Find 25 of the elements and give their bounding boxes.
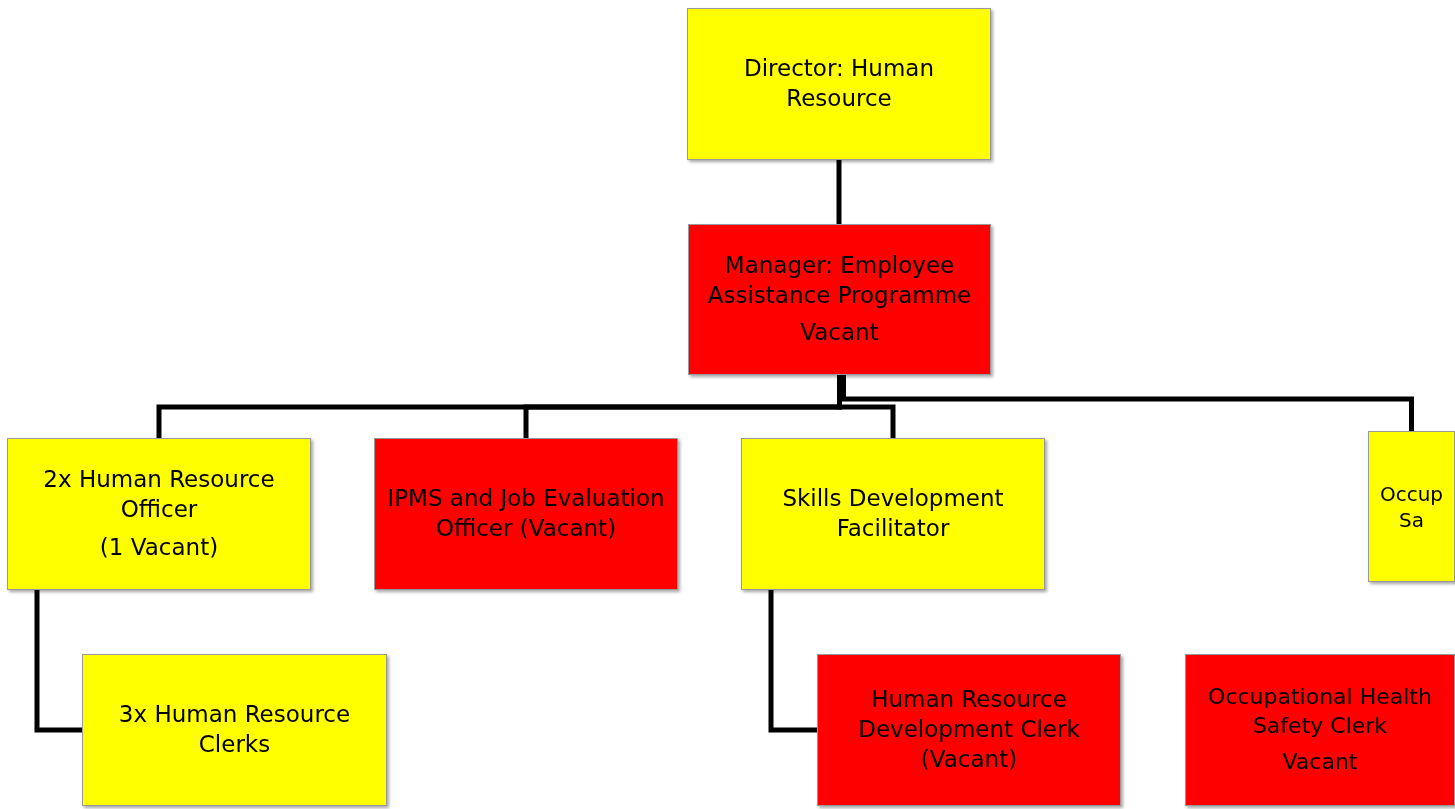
position-title: 3x Human Resource Clerks (117, 700, 352, 759)
connector-line (768, 590, 817, 733)
position-title: Skills Development Facilitator (781, 484, 1005, 543)
position-title: IPMS and Job Evaluation Officer (Vacant) (386, 484, 666, 543)
position-title: (1 Vacant) (99, 532, 219, 562)
position-box (82, 654, 387, 806)
position-box (1368, 431, 1455, 582)
position-box (374, 438, 678, 590)
position-title: Manager: Employee Assistance Programme (706, 250, 973, 310)
position-box (687, 8, 991, 160)
position-title: Vacant (800, 318, 879, 348)
position-box (688, 224, 991, 375)
position-box (817, 654, 1121, 806)
position-title: 2x Human Resource Officer (42, 465, 276, 525)
position-title: Director: Human Resource (743, 54, 935, 113)
position-box (741, 438, 1045, 590)
connector-line (841, 375, 1414, 431)
connector-line (34, 590, 82, 733)
position-title: Human Resource Development Clerk (Vacant) (857, 685, 1081, 774)
connector-line (836, 160, 842, 224)
position-title: Occup Sa (1378, 480, 1445, 533)
position-box (7, 438, 311, 590)
position-box (1185, 654, 1455, 806)
position-title: Occupational Health Safety Clerk (1207, 683, 1433, 740)
position-title: Vacant (1282, 748, 1358, 777)
